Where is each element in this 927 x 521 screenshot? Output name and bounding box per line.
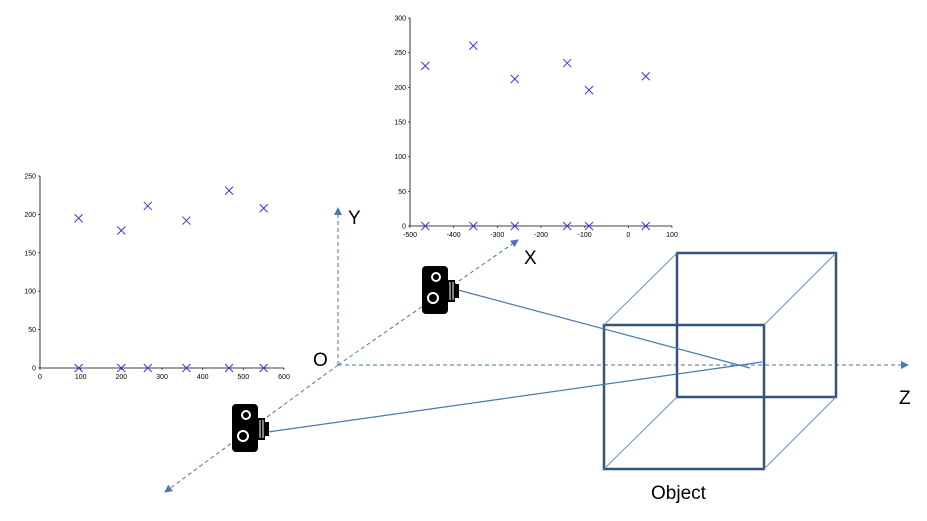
left-chart-y-tick-label: 100 [24,289,36,296]
top-chart-points [420,41,651,231]
top-scatter-chart: -500 -400 -300 -200 -100 0 100 0 50 100 150 200 250… [394,16,678,240]
left-chart-y-tick-label: 50 [28,327,36,334]
left-chart-data-point [116,363,126,373]
top-chart-data-point [420,61,430,71]
top-chart-y-tick-label: 100 [394,154,406,161]
origin-label: O [313,350,328,371]
y-axis-label: Y [348,208,361,229]
x-axis-label: X [524,248,537,269]
top-chart-data-point [420,221,430,231]
left-chart-x-ticks: 0 100 200 300 400 500 600 [38,368,290,381]
left-chart-data-point [182,363,191,373]
top-chart-data-point [641,71,651,81]
cube-edge [603,396,678,470]
top-chart-data-point [562,221,572,231]
top-chart-x-tick-label: -500 [403,232,417,239]
top-chart-x-tick-label: -100 [578,232,592,239]
camera-icon [232,404,269,452]
top-chart-y-tick-label: 0 [402,224,406,231]
left-chart-points [74,186,269,373]
left-chart-x-tick-label: 300 [156,374,168,381]
x-axis-arrow [337,239,519,366]
cube-edge [763,396,837,470]
left-scatter-chart: 0 100 200 300 400 500 600 0 50 100 150 200 250 [24,174,290,382]
top-chart-data-point [510,74,520,84]
left-chart-y-tick-label: 250 [24,174,36,181]
top-chart-x-tick-label: -400 [447,232,461,239]
left-chart-x-tick-label: 100 [75,374,87,381]
top-chart-y-tick-label: 150 [394,120,406,127]
camera-icon [422,266,459,314]
left-chart-data-point [116,226,126,235]
z-axis-label: Z [899,388,911,409]
left-chart-x-tick-label: 200 [115,374,127,381]
left-chart-y-tick-label: 150 [24,250,36,257]
top-chart-data-point [562,58,572,68]
left-chart-data-point [143,201,153,211]
top-chart-x-tick-label: 0 [626,232,630,239]
top-chart-x-tick-label: 100 [666,232,678,239]
left-chart-data-point [182,216,191,225]
left-chart-x-tick-label: 0 [38,374,42,381]
top-chart-data-point [584,85,594,95]
top-chart-y-tick-label: 200 [394,85,406,92]
left-chart-data-point [74,363,83,373]
left-chart-data-point [224,363,234,373]
top-chart-data-point [468,41,478,51]
left-chart-y-tick-label: 0 [32,366,36,373]
sight-lines [267,289,763,433]
camera-2-sight-line [267,361,763,433]
left-chart-x-tick-label: 600 [278,374,290,381]
left-chart-data-point [224,186,234,195]
camera-1-sight-line [457,289,751,369]
left-chart-data-point [259,363,269,373]
object-cube [602,251,838,471]
object-label: Object [651,483,707,504]
top-chart-x-tick-label: -200 [534,232,548,239]
left-chart-x-tick-label: 400 [197,374,209,381]
top-chart-x-ticks: -500 -400 -300 -200 -100 0 100 [403,226,678,239]
top-chart-y-tick-label: 250 [394,50,406,57]
left-chart-data-point [259,203,269,213]
left-chart-y-ticks: 0 50 100 150 200 250 [24,174,40,373]
top-chart-data-point [641,221,651,231]
left-chart-data-point [74,213,83,223]
cube-front-face [602,323,766,471]
left-chart-x-tick-label: 500 [237,374,249,381]
left-chart-data-point [143,363,153,373]
left-chart-y-tick-label: 200 [24,212,36,219]
cube-edge [763,252,837,326]
top-chart-y-tick-label: 300 [394,16,406,23]
top-chart-data-point [468,221,478,231]
top-chart-x-tick-label: -300 [490,232,504,239]
top-chart-data-point [510,221,520,231]
top-chart-data-point [584,221,594,231]
top-chart-y-ticks: 0 50 100 150 200 250 300 [394,16,410,231]
cube-edge [603,252,678,326]
top-chart-y-tick-label: 50 [398,189,406,196]
